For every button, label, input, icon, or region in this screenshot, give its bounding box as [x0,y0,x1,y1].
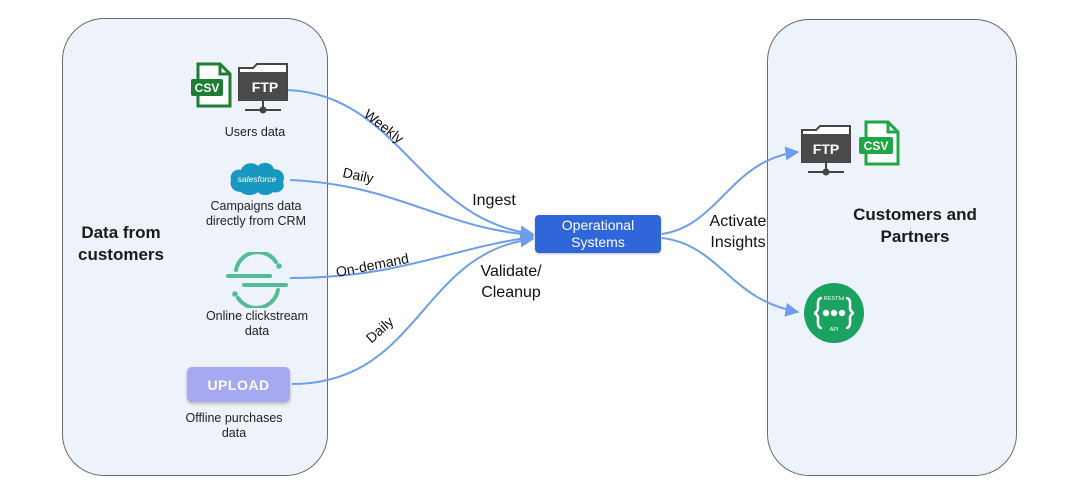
csv-file-icon: CSV [191,62,232,108]
edge-offline-to-ops [291,233,535,385]
operational-systems-label: Operational Systems [561,217,635,250]
svg-text:RESTful: RESTful [824,296,844,302]
activate-insights-label: Activate Insights [709,213,767,251]
edge-users-to-ops [287,89,535,240]
restful-api-icon: RESTful API [804,283,864,343]
source-group-title: Data from customers [78,223,164,264]
operational-systems-node: Operational Systems [535,215,661,253]
csv-file-icon: CSV [859,120,900,166]
ftp-folder-icon: FTP [238,63,288,114]
upload-button[interactable]: UPLOAD [187,367,290,402]
clickstream-data-label: Online clickstream data [205,309,309,338]
ftp-folder-icon: FTP [801,125,851,176]
destination-panel [767,19,1017,476]
offline-data-label: Offline purchases data [185,411,283,440]
users-data-label: Users data [224,125,286,139]
svg-text:FTP: FTP [813,141,839,157]
edge-ops-to-file [661,146,800,235]
svg-text:API: API [830,327,839,333]
crm-data-label: Campaigns data directly from CRM [205,199,306,228]
edge-ops-to-api [661,237,800,317]
svg-text:CSV: CSV [864,139,889,153]
salesforce-icon: salesforce [230,162,284,195]
segment-icon [226,252,288,308]
edge-clickstream-to-ops [289,231,535,279]
validate-cleanup-label: Validate/ Cleanup [480,263,542,301]
svg-text:salesforce: salesforce [238,174,277,184]
svg-text:FTP: FTP [252,79,278,95]
destination-group-title: Customers and Partners [853,205,977,246]
svg-text:CSV: CSV [195,81,220,95]
ingest-label: Ingest [472,192,516,209]
edge-crm-to-ops [289,179,535,242]
